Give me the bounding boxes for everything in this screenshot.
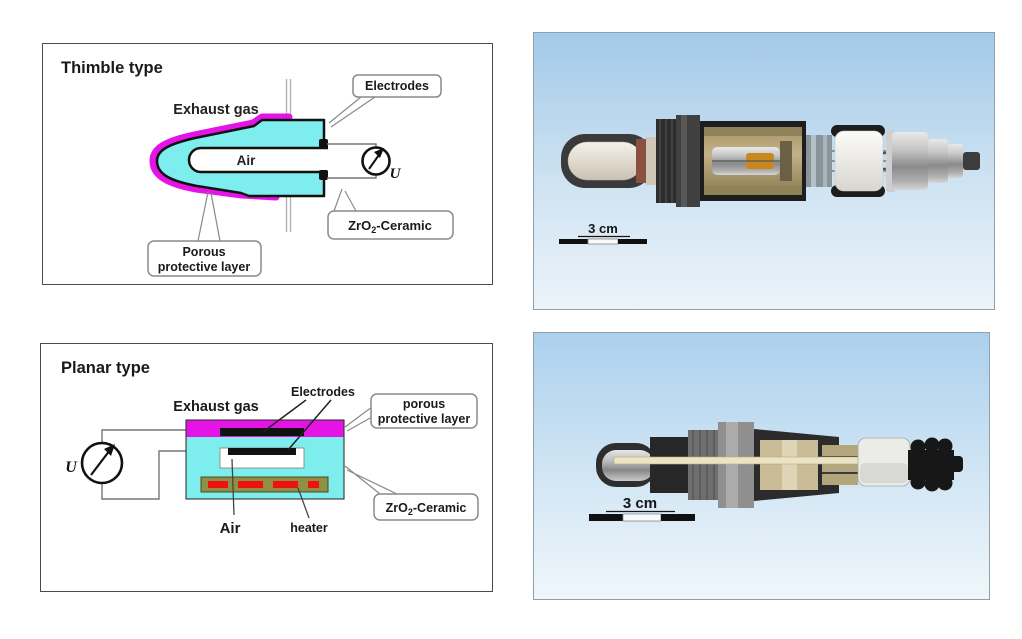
porous-layer-callout: Porous protective layer: [147, 191, 262, 277]
glass-seal: [806, 135, 832, 187]
ptfe-disc: [834, 130, 884, 192]
thimble-photo-panel: 3 cm: [533, 32, 995, 310]
planar-photo-panel: 3 cm: [533, 332, 990, 600]
thimble-electrode-contacts: [319, 139, 328, 180]
contact-block: [822, 445, 858, 485]
zro2-ceramic-callout: ZrO2-Ceramic: [327, 188, 454, 240]
heater-label: heater: [290, 487, 328, 535]
ceramic-thimble-element: [567, 141, 643, 181]
air-label: Air: [220, 458, 241, 537]
thimble-protective-layer: [149, 113, 293, 201]
scale-bar: 3 cm: [559, 221, 647, 245]
voltage-label: U: [65, 459, 78, 476]
planar-sensor: [185, 419, 345, 500]
planar-photo: 3 cm: [534, 333, 989, 599]
voltmeter-wire-top: [101, 429, 222, 443]
planar-title: Planar type: [61, 359, 150, 377]
planar-element-strip: [613, 456, 877, 465]
thimble-diagram-panel: Thimble type: [42, 43, 493, 285]
voltmeter: U: [361, 146, 402, 182]
planar-inner-electrode: [228, 448, 296, 455]
porous-layer-callout: porous protective layer: [344, 393, 478, 432]
thimble-diagram: Thimble type: [61, 59, 454, 277]
planar-sensor-cutaway: [596, 422, 963, 508]
planar-top-electrode: [220, 428, 304, 436]
svg-text:Porous: Porous: [182, 245, 225, 259]
svg-text:3 cm: 3 cm: [623, 495, 657, 512]
air-label: Air: [237, 153, 257, 168]
planar-diagram-panel: Planar type: [40, 343, 493, 592]
svg-text:Electrodes: Electrodes: [365, 79, 429, 93]
planar-diagram: Planar type: [61, 359, 479, 537]
thimble-photo: 3 cm: [534, 33, 994, 309]
hex-nut: [676, 115, 700, 207]
voltage-label: U: [390, 166, 402, 182]
svg-text:porous: porous: [403, 397, 445, 411]
electrodes-callout: Electrodes: [328, 74, 442, 128]
cable-stub: [963, 152, 980, 170]
heater-elements: [208, 481, 319, 488]
svg-text:3 cm: 3 cm: [588, 221, 618, 236]
electrodes-label: Electrodes: [262, 385, 355, 451]
cable-boot: [908, 437, 963, 492]
svg-text:Air: Air: [220, 520, 241, 537]
svg-text:ZrO2-Ceramic: ZrO2-Ceramic: [348, 218, 432, 235]
svg-text:Electrodes: Electrodes: [291, 385, 355, 399]
thimble-air-cavity: [187, 146, 328, 174]
scale-bar: 3 cm: [589, 495, 695, 522]
svg-text:heater: heater: [290, 521, 328, 535]
voltmeter-wire-bottom: [101, 450, 232, 500]
exhaust-gas-label: Exhaust gas: [173, 102, 258, 118]
svg-text:ZrO2-Ceramic: ZrO2-Ceramic: [386, 501, 467, 517]
voltmeter: U: [65, 441, 124, 485]
svg-text:protective layer: protective layer: [158, 260, 251, 274]
svg-text:protective layer: protective layer: [378, 412, 471, 426]
zro2-ceramic-callout: ZrO2-Ceramic: [344, 465, 479, 521]
exhaust-gas-label: Exhaust gas: [173, 399, 258, 415]
connector-sleeve: [892, 132, 928, 190]
thimble-title: Thimble type: [61, 59, 163, 77]
thimble-sensor-cutaway: [561, 115, 980, 207]
